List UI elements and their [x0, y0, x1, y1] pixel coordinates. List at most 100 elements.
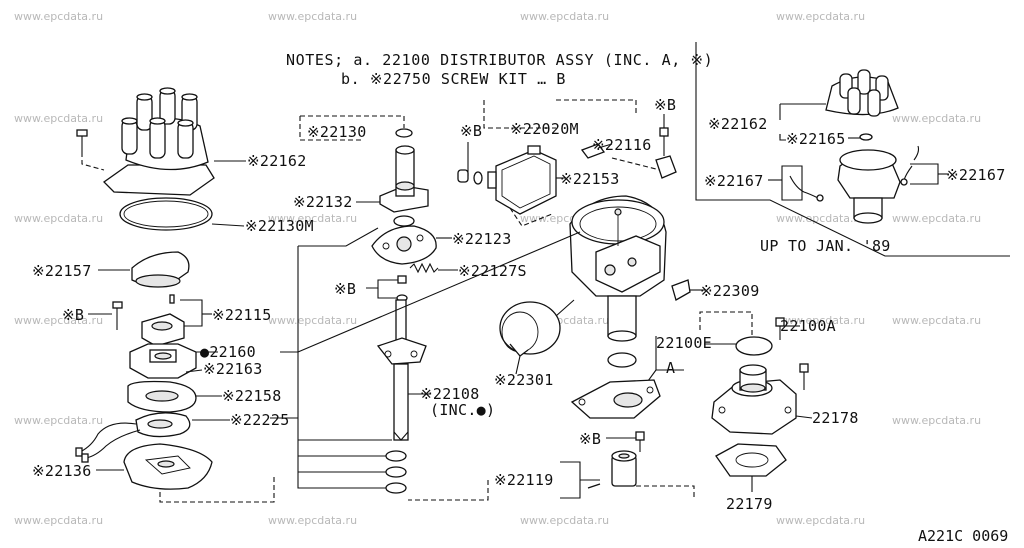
callout-22158: ※22158	[222, 387, 282, 405]
inset-washer	[859, 133, 873, 141]
inset-frame	[695, 42, 1010, 257]
watermark: www.epcdata.ru	[776, 314, 865, 327]
callout-22116: ※22116	[592, 136, 652, 154]
callout-22115: ※22115	[212, 306, 272, 324]
watermark: www.epcdata.ru	[520, 10, 609, 23]
watermark: www.epcdata.ru	[268, 10, 357, 23]
watermark: www.epcdata.ru	[892, 314, 981, 327]
inset-rotor-cover	[837, 149, 901, 224]
gasket-22179	[715, 443, 787, 477]
callout-b-center: ※B	[334, 280, 356, 298]
pickup-coil	[135, 412, 191, 438]
inset-callout-22165: ※22165	[786, 130, 846, 148]
callout-22157: ※22157	[32, 262, 92, 280]
callout-22020m: ※22020M	[510, 120, 579, 138]
callout-22130m: ※22130M	[245, 217, 314, 235]
thrust-washer	[385, 450, 407, 462]
callout-22309: ※22309	[700, 282, 760, 300]
watermark: www.epcdata.ru	[14, 112, 103, 125]
callout-22160: ●22160	[200, 343, 256, 361]
connector-22153	[655, 155, 677, 179]
mounting-plate	[570, 379, 661, 419]
callout-22127s: ※22127S	[458, 262, 527, 280]
washer	[393, 215, 415, 227]
inset-callout-22167-right: ※22167	[946, 166, 1006, 184]
reluctor-assembly	[129, 313, 197, 379]
rotor	[131, 251, 190, 288]
callout-22178: 22178	[812, 409, 859, 427]
diagram-code: A221C 0069	[918, 527, 1008, 545]
callout-b-left: ※B	[62, 306, 84, 324]
inset-caption: UP TO JAN. '89	[760, 237, 891, 255]
callout-22123: ※22123	[452, 230, 512, 248]
callout-b-right: ※B	[654, 96, 676, 114]
callout-22132: ※22132	[293, 193, 353, 211]
cap-screw	[76, 129, 105, 171]
callout-22100e: 22100E	[656, 334, 712, 352]
watermark: www.epcdata.ru	[14, 212, 103, 225]
watermark: www.epcdata.ru	[14, 514, 103, 527]
governor-spring	[409, 262, 439, 274]
callout-22100a: 22100A	[780, 317, 836, 335]
inset-callout-22162: ※22162	[708, 115, 768, 133]
housing-o-ring	[607, 352, 637, 368]
watermark: www.epcdata.ru	[776, 212, 865, 225]
callout-b-bottom: ※B	[579, 430, 601, 448]
cap-gasket	[119, 197, 213, 231]
watermark: www.epcdata.ru	[268, 212, 357, 225]
inset-callout-22167-left: ※22167	[704, 172, 764, 190]
watermark: www.epcdata.ru	[520, 514, 609, 527]
bracket-housing	[711, 364, 797, 435]
vacuum-advance	[499, 299, 575, 357]
callout-22163: ※22163	[203, 360, 263, 378]
callout-a: A	[666, 359, 675, 377]
watermark: www.epcdata.ru	[14, 10, 103, 23]
watermark: www.epcdata.ru	[776, 514, 865, 527]
callout-22153: ※22153	[560, 170, 620, 188]
distributor-shaft	[376, 299, 427, 441]
base-plate	[123, 443, 213, 490]
cam-rotor-shaft	[371, 225, 437, 265]
thrust-washer	[385, 466, 407, 478]
callout-22301: ※22301	[494, 371, 554, 389]
clip-22309	[671, 279, 691, 301]
watermark: www.epcdata.ru	[892, 212, 981, 225]
washer-22130	[395, 128, 413, 138]
notes-line-1: NOTES; a. 22100 DISTRIBUTOR ASSY (INC. A…	[286, 51, 713, 69]
distributor-cap	[102, 87, 215, 196]
breaker-plate	[127, 380, 197, 413]
distributor-housing	[569, 195, 667, 342]
callout-22136: ※22136	[32, 462, 92, 480]
watermark: www.epcdata.ru	[892, 112, 981, 125]
drive-gear-22119	[611, 450, 637, 487]
gasket-22100e	[735, 336, 773, 356]
notes-line-2: b. ※22750 SCREW KIT … B	[341, 70, 566, 88]
callout-22162: ※22162	[247, 152, 307, 170]
module-screws	[457, 169, 483, 185]
ignition-module	[487, 145, 557, 215]
screw-b	[112, 301, 123, 309]
watermark: www.epcdata.ru	[268, 314, 357, 327]
watermark: www.epcdata.ru	[776, 10, 865, 23]
watermark: www.epcdata.ru	[14, 414, 103, 427]
callout-22108: ※22108	[420, 385, 480, 403]
watermark: www.epcdata.ru	[892, 414, 981, 427]
shaft-bushing	[379, 145, 429, 213]
callout-22179: 22179	[726, 495, 773, 513]
watermark-layer: www.epcdata.ru www.epcdata.ru www.epcdat…	[14, 10, 981, 527]
callout-22108-inc: (INC.●)	[430, 401, 495, 419]
watermark: www.epcdata.ru	[268, 514, 357, 527]
callout-22130: ※22130	[307, 123, 367, 141]
callout-22119: ※22119	[494, 471, 554, 489]
inset-cap	[825, 69, 899, 117]
pickup-wire	[79, 422, 137, 453]
inset-contact-right	[903, 145, 920, 181]
callout-b-top: ※B	[460, 122, 482, 140]
thrust-washer	[385, 482, 407, 494]
watermark: www.epcdata.ru	[14, 314, 103, 327]
pin-22119	[587, 483, 601, 489]
pin-22115	[169, 294, 175, 304]
callout-22225: ※22225	[230, 411, 290, 429]
